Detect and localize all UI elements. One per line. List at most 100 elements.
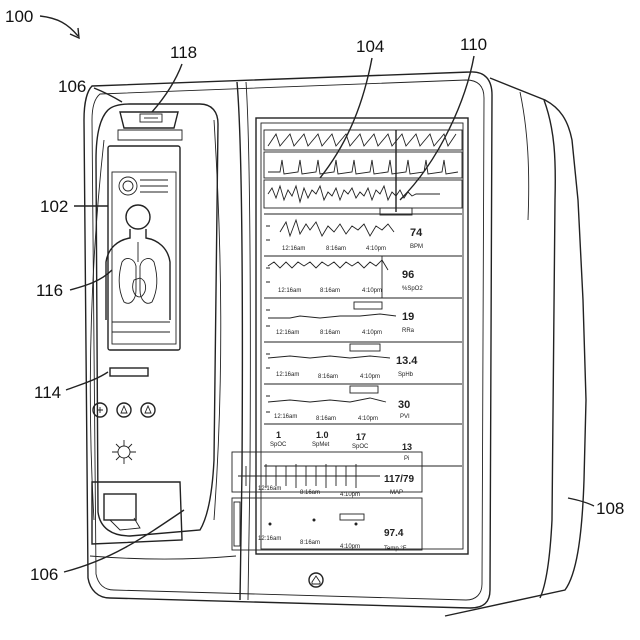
waveform-strip-2 <box>264 152 462 178</box>
alarm-button-icon <box>145 406 151 413</box>
trend-time-label: 4:10pm <box>358 416 378 422</box>
logo-icon-inner <box>123 181 133 191</box>
leader-106-top <box>94 88 122 102</box>
temp-value: 97.4 <box>384 528 404 539</box>
rr-value: 19 <box>402 311 414 323</box>
handheld-footer-lines <box>112 322 170 332</box>
mini-param-value: 1.0 <box>316 430 329 440</box>
display-frame <box>256 118 468 554</box>
temp-scrollbar[interactable] <box>234 502 240 546</box>
sphb-value: 13.4 <box>396 355 418 367</box>
mini-param-value: 1 <box>276 430 281 440</box>
handheld-header-lines <box>140 180 168 192</box>
rear-housing <box>445 78 586 616</box>
leader-118 <box>152 64 182 112</box>
trend-time-label: 12:16am <box>282 246 305 252</box>
nibp-time-label: 12:16am <box>258 486 281 492</box>
pvi-value: 30 <box>398 399 410 411</box>
spo2-value: 96 <box>402 269 414 281</box>
nibp-value: 117/79 <box>384 474 414 485</box>
trend-line-sphb <box>268 356 390 358</box>
trend-line-pvi <box>268 398 386 402</box>
connector-port[interactable] <box>104 494 136 520</box>
nibp-time-label: 8:16am <box>300 490 320 496</box>
trend-line-pr <box>280 220 394 236</box>
marker-tag <box>340 514 364 520</box>
rear-housing-edge <box>540 100 555 598</box>
trend-time-label: 4:10pm <box>366 246 386 252</box>
ref-116: 116 <box>36 281 63 300</box>
trend-time-label: 12:16am <box>276 330 299 336</box>
body-head <box>126 205 150 229</box>
nibp-time-label: 4:10pm <box>340 492 360 498</box>
trend-time-label: 12:16am <box>274 414 297 420</box>
temp-time-label: 12:16am <box>258 536 281 542</box>
pleth-waveform <box>268 134 456 146</box>
ref-106-bottom: 106 <box>30 565 58 584</box>
figure-ref-100: 100 <box>5 7 33 26</box>
trend-row-2: 12:16am 8:16am 4:10pm 96 %SpO2 <box>264 256 462 298</box>
mini-param-unit: SpOC <box>352 444 369 450</box>
mini-param-unit: SpMet <box>312 442 330 448</box>
trend-time-label: 8:16am <box>320 288 340 294</box>
spo2-unit: %SpO2 <box>402 286 423 292</box>
trend-time-label: 4:10pm <box>362 288 382 294</box>
card-slot <box>110 368 148 376</box>
leader-108 <box>568 498 594 506</box>
trend-line-rr <box>268 314 396 318</box>
acoustic-waveform <box>268 186 440 202</box>
temp-point <box>355 523 358 526</box>
pr-value: 74 <box>410 227 423 239</box>
pvi-unit: PVI <box>400 414 410 420</box>
trend-time-label: 8:16am <box>318 374 338 380</box>
rr-unit: RRa <box>402 328 415 334</box>
right-lung <box>140 259 157 304</box>
ref-arrow-100 <box>40 16 78 36</box>
sphb-unit: SpHb <box>398 372 414 378</box>
temp-unit: Temp °F <box>384 546 407 552</box>
ref-108: 108 <box>596 499 624 518</box>
mini-param-unit: Pi <box>404 456 409 462</box>
temp-panel <box>232 498 422 550</box>
marker-tag <box>350 344 380 351</box>
display-screen <box>261 123 463 549</box>
trend-row-3: 12:16am 8:16am 4:10pm 19 RRa <box>264 298 462 336</box>
ecg-waveform <box>268 160 458 174</box>
marker-tag <box>350 386 378 393</box>
trend-time-label: 4:10pm <box>360 374 380 380</box>
ref-102: 102 <box>40 197 68 216</box>
ref-114: 114 <box>34 383 61 402</box>
trend-time-label: 8:16am <box>320 330 340 336</box>
trend-time-label: 8:16am <box>316 416 336 422</box>
nibp-unit: MAP <box>390 490 403 496</box>
trend-row-5: 12:16am 8:16am 4:10pm 30 PVI <box>264 384 462 422</box>
handheld-screen-inner <box>112 172 176 344</box>
base-curve <box>90 556 236 559</box>
temp-point <box>313 519 316 522</box>
pr-unit: BPM <box>410 244 423 250</box>
marker-tag <box>354 302 382 309</box>
trend-time-label: 8:16am <box>326 246 346 252</box>
ref-106-top: 106 <box>58 77 86 96</box>
rear-housing-crease <box>520 92 529 220</box>
temp-point <box>269 523 272 526</box>
mini-param-value: 13 <box>402 442 412 452</box>
home-icon[interactable] <box>309 573 323 587</box>
home-icon-glyph <box>312 576 320 584</box>
top-sensor-base <box>118 130 182 140</box>
handheld-dock <box>96 104 218 536</box>
handheld-screen <box>108 146 180 350</box>
mini-param-unit: SpOC <box>270 442 287 448</box>
temp-time-label: 4:10pm <box>340 544 360 550</box>
trend-line-spo2 <box>268 260 388 270</box>
temp-time-label: 8:16am <box>300 540 320 546</box>
trend-time-label: 4:10pm <box>362 330 382 336</box>
trend-row-1: 12:16am 8:16am 4:10pm 74 BPM <box>264 214 462 252</box>
ref-104: 104 <box>356 37 384 56</box>
trend-time-label: 12:16am <box>278 288 301 294</box>
ref-118: 118 <box>170 43 197 62</box>
trend-row-4: 12:16am 8:16am 4:10pm 13.4 SpHb <box>264 342 462 380</box>
menu-button-icon <box>121 406 127 413</box>
